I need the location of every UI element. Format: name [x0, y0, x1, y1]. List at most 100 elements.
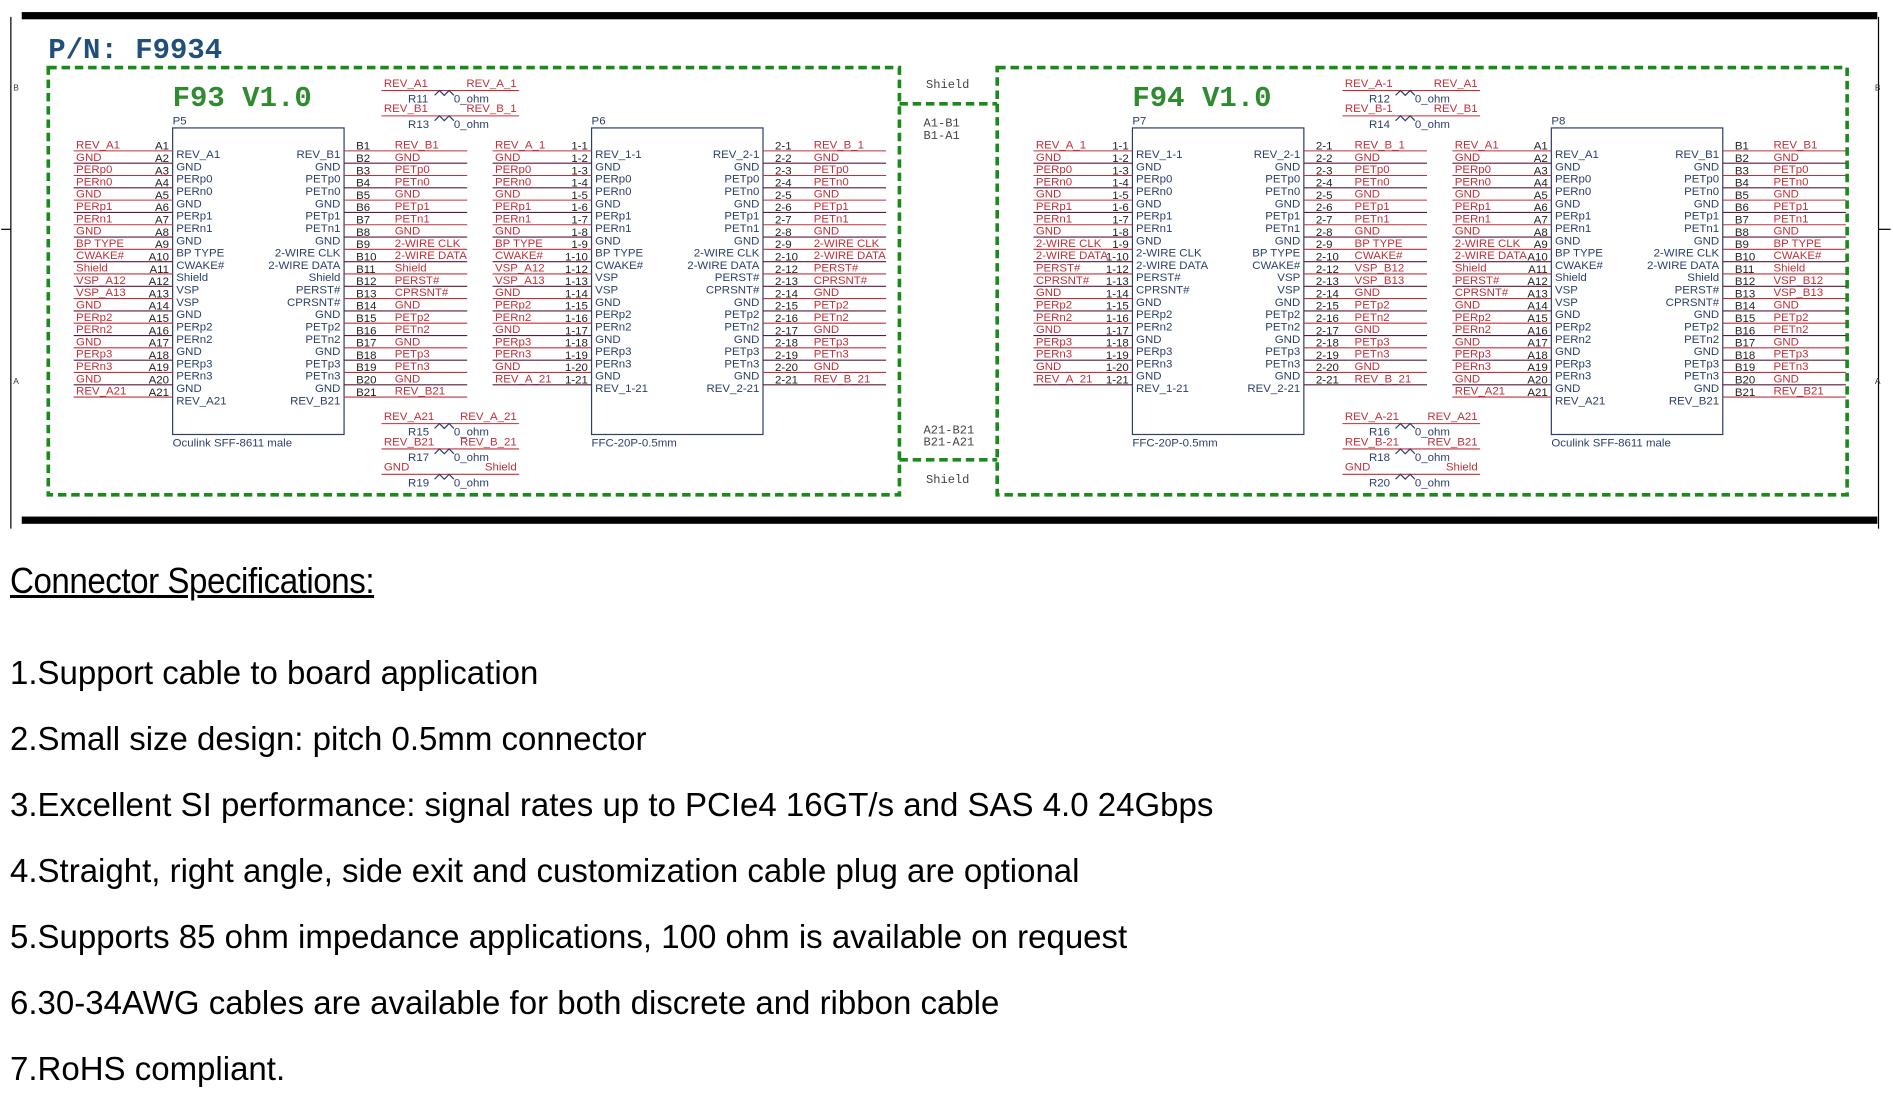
pin-name: GND: [1555, 235, 1580, 247]
pin-name: PETn0: [724, 186, 759, 198]
resistor-ref: R12: [1369, 94, 1390, 106]
resistor-icon: [434, 422, 455, 430]
pin-name: 2-WIRE CLK: [694, 248, 760, 260]
pin-name: GND: [1275, 161, 1300, 173]
pin-number: A11: [149, 264, 169, 276]
pin-name: VSP: [1555, 297, 1578, 309]
net-label: GND: [395, 299, 420, 311]
pin-number: 1-5: [1112, 190, 1129, 202]
net-label: 2-WIRE CLK: [1036, 238, 1102, 250]
net-label: REV_B-1: [1345, 103, 1393, 115]
pin-name: Shield: [1687, 272, 1719, 284]
net-label: PETn1: [1773, 213, 1808, 225]
pin-number: B10: [356, 251, 376, 263]
net-label: GND: [76, 299, 101, 311]
spec-item: 3.Excellent SI performance: signal rates…: [10, 786, 1214, 823]
pin-number: A8: [155, 227, 169, 239]
net-label: PERp0: [76, 164, 112, 176]
shield-label-bottom: Shield: [926, 473, 969, 487]
net-label: VSP_A12: [495, 263, 545, 275]
net-label: PETp3: [1355, 336, 1390, 348]
connector-footprint: Oculink SFF-8611 male: [1551, 438, 1670, 450]
net-label: PETn3: [395, 361, 430, 373]
pin-number: 2-2: [1316, 153, 1333, 165]
pin-name: GND: [595, 235, 620, 247]
pin-name: GND: [1275, 334, 1300, 346]
net-label: REV_A21: [76, 386, 126, 398]
pin-number: 1-17: [565, 325, 588, 337]
pin-number: 1-21: [565, 375, 588, 387]
net-label: REV_A_21: [1036, 373, 1093, 385]
zone-label-left-a: A: [13, 376, 19, 386]
pin-number: B2: [356, 153, 370, 165]
pin-number: 1-20: [565, 362, 588, 374]
pin-number: 1-1: [571, 141, 588, 153]
pin-name: PETn3: [1265, 358, 1300, 370]
pin-name: PETn3: [724, 358, 759, 370]
pin-number: 1-10: [565, 251, 588, 263]
pin-name: GND: [595, 334, 620, 346]
net-label: REV_A-21: [1345, 411, 1399, 423]
pin-number: 1-21: [1106, 375, 1129, 387]
net-label: PETp3: [395, 349, 430, 361]
pin-name: GND: [315, 346, 340, 358]
pin-number: 1-3: [571, 165, 588, 177]
pin-number: 1-7: [571, 215, 588, 227]
net-label: PETn3: [1773, 361, 1808, 373]
pin-number: A18: [149, 350, 169, 362]
pin-number: 2-14: [775, 288, 799, 300]
pin-name: GND: [176, 346, 201, 358]
net-label: REV_A1: [1455, 139, 1499, 151]
pin-name: GND: [315, 235, 340, 247]
pin-number: 1-9: [1112, 239, 1129, 251]
pin-number: 1-15: [565, 301, 588, 313]
net-label: GND: [1036, 189, 1061, 201]
connector-footprint: Oculink SFF-8611 male: [173, 438, 292, 450]
pin-number: A12: [149, 276, 169, 288]
pin-name: BP TYPE: [1252, 248, 1300, 260]
pin-number: A7: [155, 215, 169, 227]
pin-number: A7: [1534, 215, 1548, 227]
pin-name: PETp0: [1684, 174, 1719, 186]
pin-name: PETp2: [1265, 309, 1300, 321]
net-label: PETp0: [395, 164, 430, 176]
pin-number: 1-5: [571, 190, 588, 202]
net-label: GND: [1036, 287, 1061, 299]
pin-name: PERp1: [176, 211, 212, 223]
pin-number: B20: [1735, 375, 1755, 387]
pin-name: REV_2-21: [1247, 383, 1300, 395]
net-label: GND: [1455, 299, 1480, 311]
net-label: REV_A1: [76, 139, 120, 151]
net-label: REV_B21: [1773, 386, 1823, 398]
pin-name: CPRSNT#: [1666, 297, 1720, 309]
net-label: Shield: [395, 263, 427, 275]
pin-number: A9: [1534, 239, 1548, 251]
net-label: PERn2: [76, 324, 112, 336]
pin-name: GND: [1694, 198, 1719, 210]
net-label: PERn3: [495, 349, 531, 361]
net-label: REV_A_21: [495, 373, 552, 385]
resistor-icon: [1395, 89, 1416, 97]
pin-name: VSP: [1277, 272, 1300, 284]
pin-number: B1: [356, 141, 370, 153]
pin-number: A15: [149, 313, 169, 325]
pin-number: 1-19: [1106, 350, 1129, 362]
pin-name: PERp1: [1136, 211, 1172, 223]
pin-number: A13: [149, 288, 169, 300]
pin-name: BP TYPE: [176, 248, 224, 260]
pin-name: GND: [734, 198, 759, 210]
net-label: GND: [76, 189, 101, 201]
pin-number: 1-13: [565, 276, 588, 288]
pin-number: B12: [1735, 276, 1755, 288]
resistor-icon: [434, 448, 455, 455]
pin-name: GND: [1136, 235, 1161, 247]
pin-number: A17: [1527, 338, 1547, 350]
net-label: PERST#: [1455, 275, 1500, 287]
pin-name: GND: [1275, 297, 1300, 309]
pin-number: A9: [155, 239, 169, 251]
pin-number: 2-3: [1316, 165, 1333, 177]
board-title-f93: F93 V1.0: [173, 82, 312, 115]
pin-name: GND: [315, 309, 340, 321]
net-label: REV_A-1: [1345, 78, 1393, 90]
pin-number: A10: [1527, 251, 1547, 263]
